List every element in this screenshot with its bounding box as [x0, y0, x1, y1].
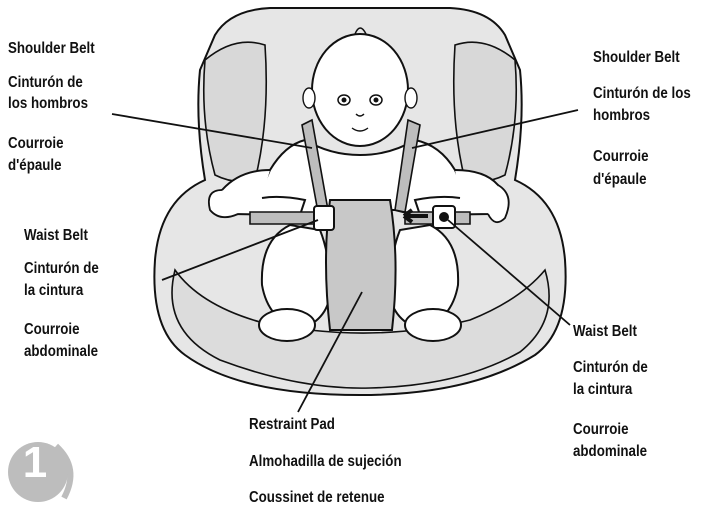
label-waist-belt-right-fr2: abdominale — [573, 442, 647, 461]
step-number: 1 — [4, 438, 66, 488]
label-shoulder-belt-right-en: Shoulder Belt — [593, 48, 680, 67]
seat-wing-right — [454, 42, 517, 182]
label-waist-belt-left-es2: la cintura — [24, 281, 83, 300]
label-waist-belt-right-fr1: Courroie — [573, 420, 629, 439]
label-waist-belt-left-es1: Cinturón de — [24, 259, 99, 278]
label-shoulder-belt-right-es1: Cinturón de los — [593, 84, 691, 103]
label-shoulder-belt-right-es2: hombros — [593, 106, 650, 125]
label-waist-belt-left-fr1: Courroie — [24, 320, 80, 339]
waist-belt-left — [250, 212, 320, 224]
restraint-pad — [326, 200, 396, 330]
label-restraint-pad-en: Restraint Pad — [249, 415, 335, 434]
label-waist-belt-right-es1: Cinturón de — [573, 358, 648, 377]
label-shoulder-belt-right-fr1: Courroie — [593, 147, 649, 166]
label-waist-belt-right-en: Waist Belt — [573, 322, 637, 341]
step-badge: 1 — [4, 432, 84, 512]
label-shoulder-belt-left-en: Shoulder Belt — [8, 39, 95, 58]
label-shoulder-belt-right-fr2: d'épaule — [593, 170, 647, 189]
label-waist-belt-left-fr2: abdominale — [24, 342, 98, 361]
label-waist-belt-left-en: Waist Belt — [24, 226, 88, 245]
label-restraint-pad-fr: Coussinet de retenue — [249, 488, 385, 507]
baby-head — [312, 34, 408, 146]
label-shoulder-belt-left-es2: los hombros — [8, 94, 88, 113]
label-shoulder-belt-left-fr2: d'épaule — [8, 156, 62, 175]
label-shoulder-belt-left-es1: Cinturón de — [8, 73, 83, 92]
label-restraint-pad-es: Almohadilla de sujeción — [249, 452, 402, 471]
label-shoulder-belt-left-fr1: Courroie — [8, 134, 64, 153]
label-waist-belt-right-es2: la cintura — [573, 380, 632, 399]
seat-wing-left — [204, 42, 267, 182]
